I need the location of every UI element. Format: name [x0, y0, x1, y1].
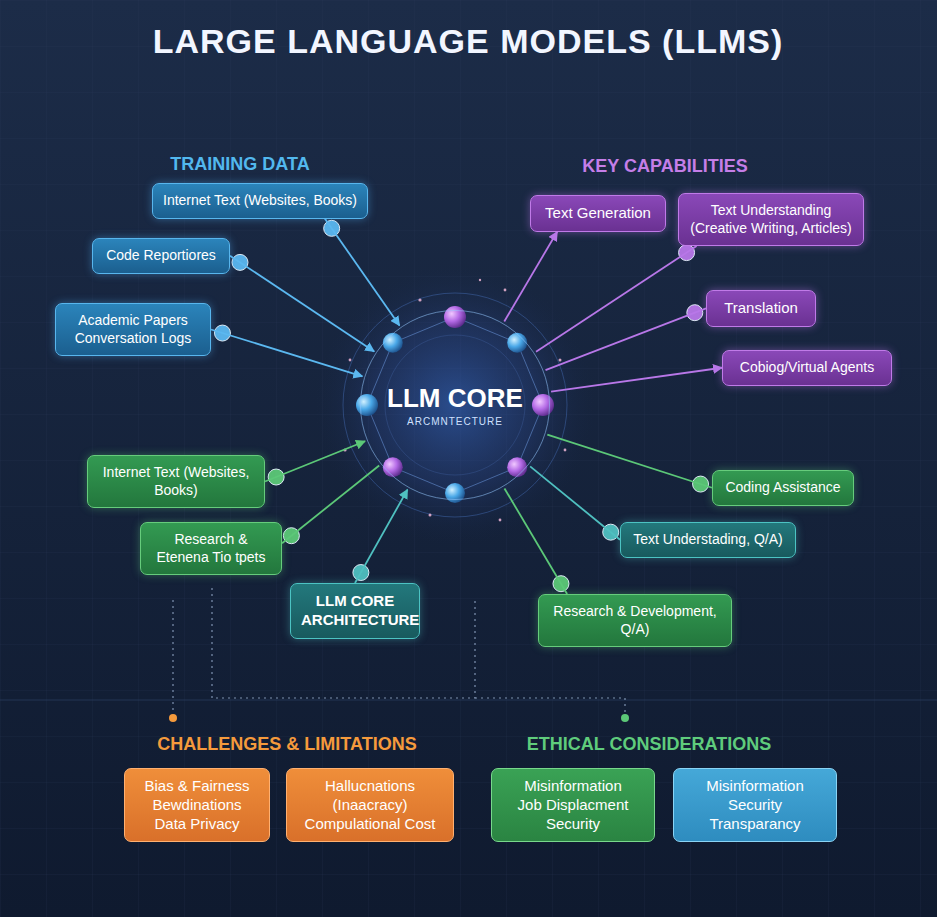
ethics-box: MisinformationSecurityTransparancy — [673, 768, 837, 842]
box-text: Research & Development, Q/A) — [549, 603, 721, 638]
box-text: Hallucnations (Inaacracy) — [297, 777, 443, 815]
connector — [325, 219, 400, 326]
box-text: Job Displacment — [502, 796, 644, 815]
box-text: Bias & Fairness — [135, 777, 259, 796]
connector — [230, 256, 374, 352]
section-heading: TRAINING DATA — [170, 154, 309, 175]
connector — [530, 466, 620, 539]
box-text: Text Understading, Q/A) — [631, 531, 785, 549]
box-text: Text Understanding (Creative Writing, Ar… — [689, 202, 853, 237]
box-text: Data Privacy — [135, 815, 259, 834]
box-text: Cobiog/Virtual Agents — [733, 359, 881, 377]
box-text: Transparancy — [684, 815, 826, 834]
box-text: Security — [502, 815, 644, 834]
box-text: Research & Etenena Tio tpets — [151, 531, 271, 566]
connector — [355, 490, 407, 583]
capability-box: Text Generation — [530, 195, 666, 232]
data-source-box: Internet Text (Websites, Books) — [87, 455, 265, 508]
box-text: Coding Assistance — [723, 479, 843, 497]
core-label: ARCMNTECTURE — [407, 416, 503, 429]
box-text: Internet Text (Websites, Books) — [98, 464, 254, 499]
core-label: LLM CORE — [387, 382, 523, 415]
connector — [282, 466, 379, 544]
box-text: Misinformation — [684, 777, 826, 796]
data-source-box: Academic Papers Conversation Logs — [55, 303, 211, 356]
challenge-box: Bias & FairnessBewdinationsData Privacy — [124, 768, 270, 842]
connector — [536, 246, 697, 352]
data-source-box: Research & Etenena Tio tpets — [140, 522, 282, 575]
box-text: Compulational Cost — [297, 815, 443, 834]
capability-box: Translation — [706, 290, 816, 327]
connector — [265, 441, 365, 481]
capability-box: Coding Assistance — [712, 470, 854, 506]
core-circle: LLM COREARCMNTECTURE — [360, 310, 550, 500]
box-text: Internet Text (Websites, Books) — [163, 192, 357, 210]
box-text: Text Generation — [541, 204, 655, 223]
connector — [547, 435, 712, 488]
box-text: Academic Papers Conversation Logs — [66, 312, 200, 347]
capability-box: Text Understanding (Creative Writing, Ar… — [678, 193, 864, 246]
box-text: Translation — [717, 299, 805, 318]
box-text: Code Reportiores — [103, 247, 219, 265]
connector — [504, 232, 557, 322]
section-heading: ETHICAL CONSIDERATIONS — [527, 734, 771, 755]
connector — [211, 330, 362, 377]
section-heading: KEY CAPABILITIES — [582, 156, 747, 177]
connector — [504, 488, 567, 594]
section-heading: CHALLENGES & LIMITATIONS — [157, 734, 416, 755]
box-text: Misinformation — [502, 777, 644, 796]
capability-box: Research & Development, Q/A) — [538, 594, 732, 647]
box-text: Bewdinations — [135, 796, 259, 815]
box-text: LLM CORE ARCHITECTURE — [301, 592, 409, 630]
capability-box: Text Understading, Q/A) — [620, 522, 796, 558]
title: LARGE LANGUAGE MODELS (LLMS) — [153, 22, 784, 61]
architecture-box: LLM CORE ARCHITECTURE — [290, 583, 420, 639]
capability-box: Cobiog/Virtual Agents — [722, 350, 892, 386]
connector — [551, 368, 722, 392]
ethics-box: MisinformationJob DisplacmentSecurity — [491, 768, 655, 842]
connector — [546, 308, 706, 370]
box-text: Security — [684, 796, 826, 815]
data-source-box: Code Reportiores — [92, 238, 230, 274]
data-source-box: Internet Text (Websites, Books) — [152, 183, 368, 219]
challenge-box: Hallucnations (Inaacracy)Compulational C… — [286, 768, 454, 842]
